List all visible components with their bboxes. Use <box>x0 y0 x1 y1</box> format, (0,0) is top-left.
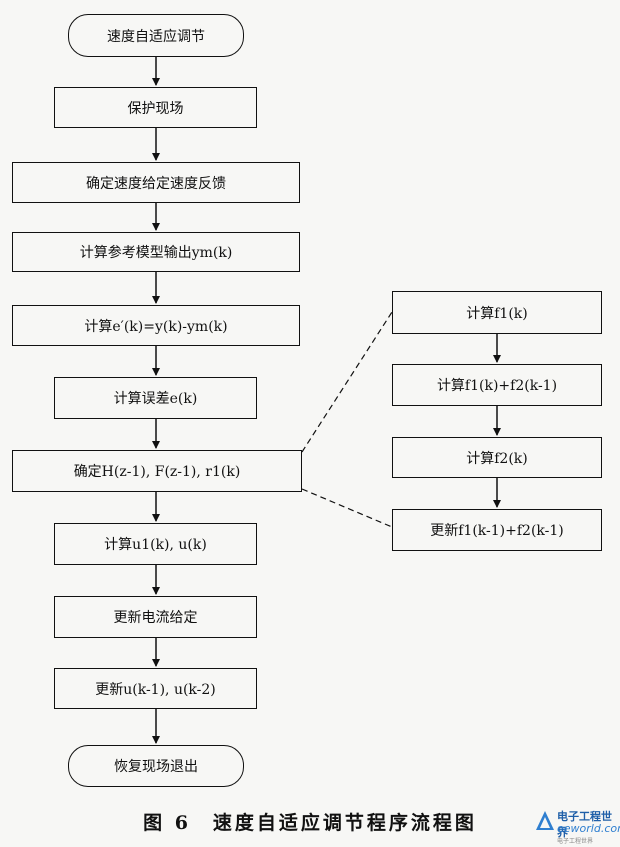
compute-u-step: 计算u1(k), u(k) <box>54 523 257 565</box>
update-f-step: 更新f1(k-1)+f2(k-1) <box>392 509 602 551</box>
eeworld-logo: 电子工程世界 eeworld.com.cn 电子工程世界 <box>535 808 620 845</box>
error-e-prime-step: 计算e′(k)=y(k)-ym(k) <box>12 305 300 346</box>
logo-line-1: 电子工程世界 <box>557 810 612 839</box>
dashed-link-bottom <box>301 488 393 528</box>
figure-caption: 图 6 速度自适应调节程序流程图 <box>143 812 477 834</box>
compute-f1-step: 计算f1(k) <box>392 291 602 334</box>
set-speed-step: 确定速度给定速度反馈 <box>12 162 300 203</box>
compute-f2-step: 计算f2(k) <box>392 437 602 478</box>
end-terminal: 恢复现场退出 <box>68 745 244 787</box>
update-current-step: 更新电流给定 <box>54 596 257 638</box>
logo-line-3: 电子工程世界 <box>557 838 594 845</box>
protect-step: 保护现场 <box>54 87 257 128</box>
ref-model-output-step: 计算参考模型输出ym(k) <box>12 232 300 272</box>
logo-mark-icon <box>536 811 554 830</box>
dashed-link-top <box>301 311 393 453</box>
logo-line-2: eeworld.com.cn <box>557 822 620 835</box>
compute-sum-step: 计算f1(k)+f2(k-1) <box>392 364 602 406</box>
start-terminal: 速度自适应调节 <box>68 14 244 57</box>
update-u-step: 更新u(k-1), u(k-2) <box>54 668 257 709</box>
determine-params-step: 确定H(z-1), F(z-1), r1(k) <box>12 450 302 492</box>
error-e-step: 计算误差e(k) <box>54 377 257 419</box>
